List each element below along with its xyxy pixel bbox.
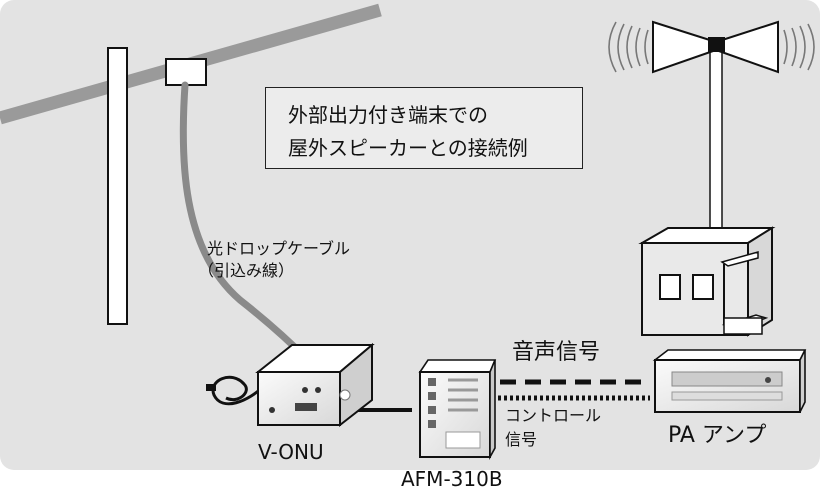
control-signal-sublabel: 信号 [505,430,538,449]
caption-line-2: 屋外スピーカーとの接続例 [288,136,528,160]
background-panel [0,0,820,470]
junction-box [165,58,207,86]
pa-amplifier-device [652,349,807,413]
sound-waves-left-icon [608,21,649,73]
speaker-hub [708,37,725,52]
speaker-mast [709,47,723,239]
power-plug-icon [206,384,216,391]
v-onu-label: V-ONU [258,440,324,464]
drop-cable-label: 光ドロップケーブル [207,239,351,258]
caption-line-1: 外部出力付き端末での [288,103,488,127]
pa-amplifier-label: PA アンプ [668,423,767,448]
sound-waves-right-icon [783,23,815,71]
control-signal-label: コントロール [505,406,602,425]
v-onu-device [255,342,375,428]
afm-310b-device [418,359,497,461]
audio-signal-label: 音声信号 [512,340,601,365]
utility-pole [107,47,128,325]
outdoor-cabinet [638,226,776,337]
power-cord [211,375,267,406]
drop-cable-sublabel: （引込み線） [198,261,295,280]
afm-310b-label: AFM-310B [401,467,503,491]
caption-box: 外部出力付き端末での 屋外スピーカーとの接続例 [265,87,583,169]
optical-drop-cable [179,81,312,364]
